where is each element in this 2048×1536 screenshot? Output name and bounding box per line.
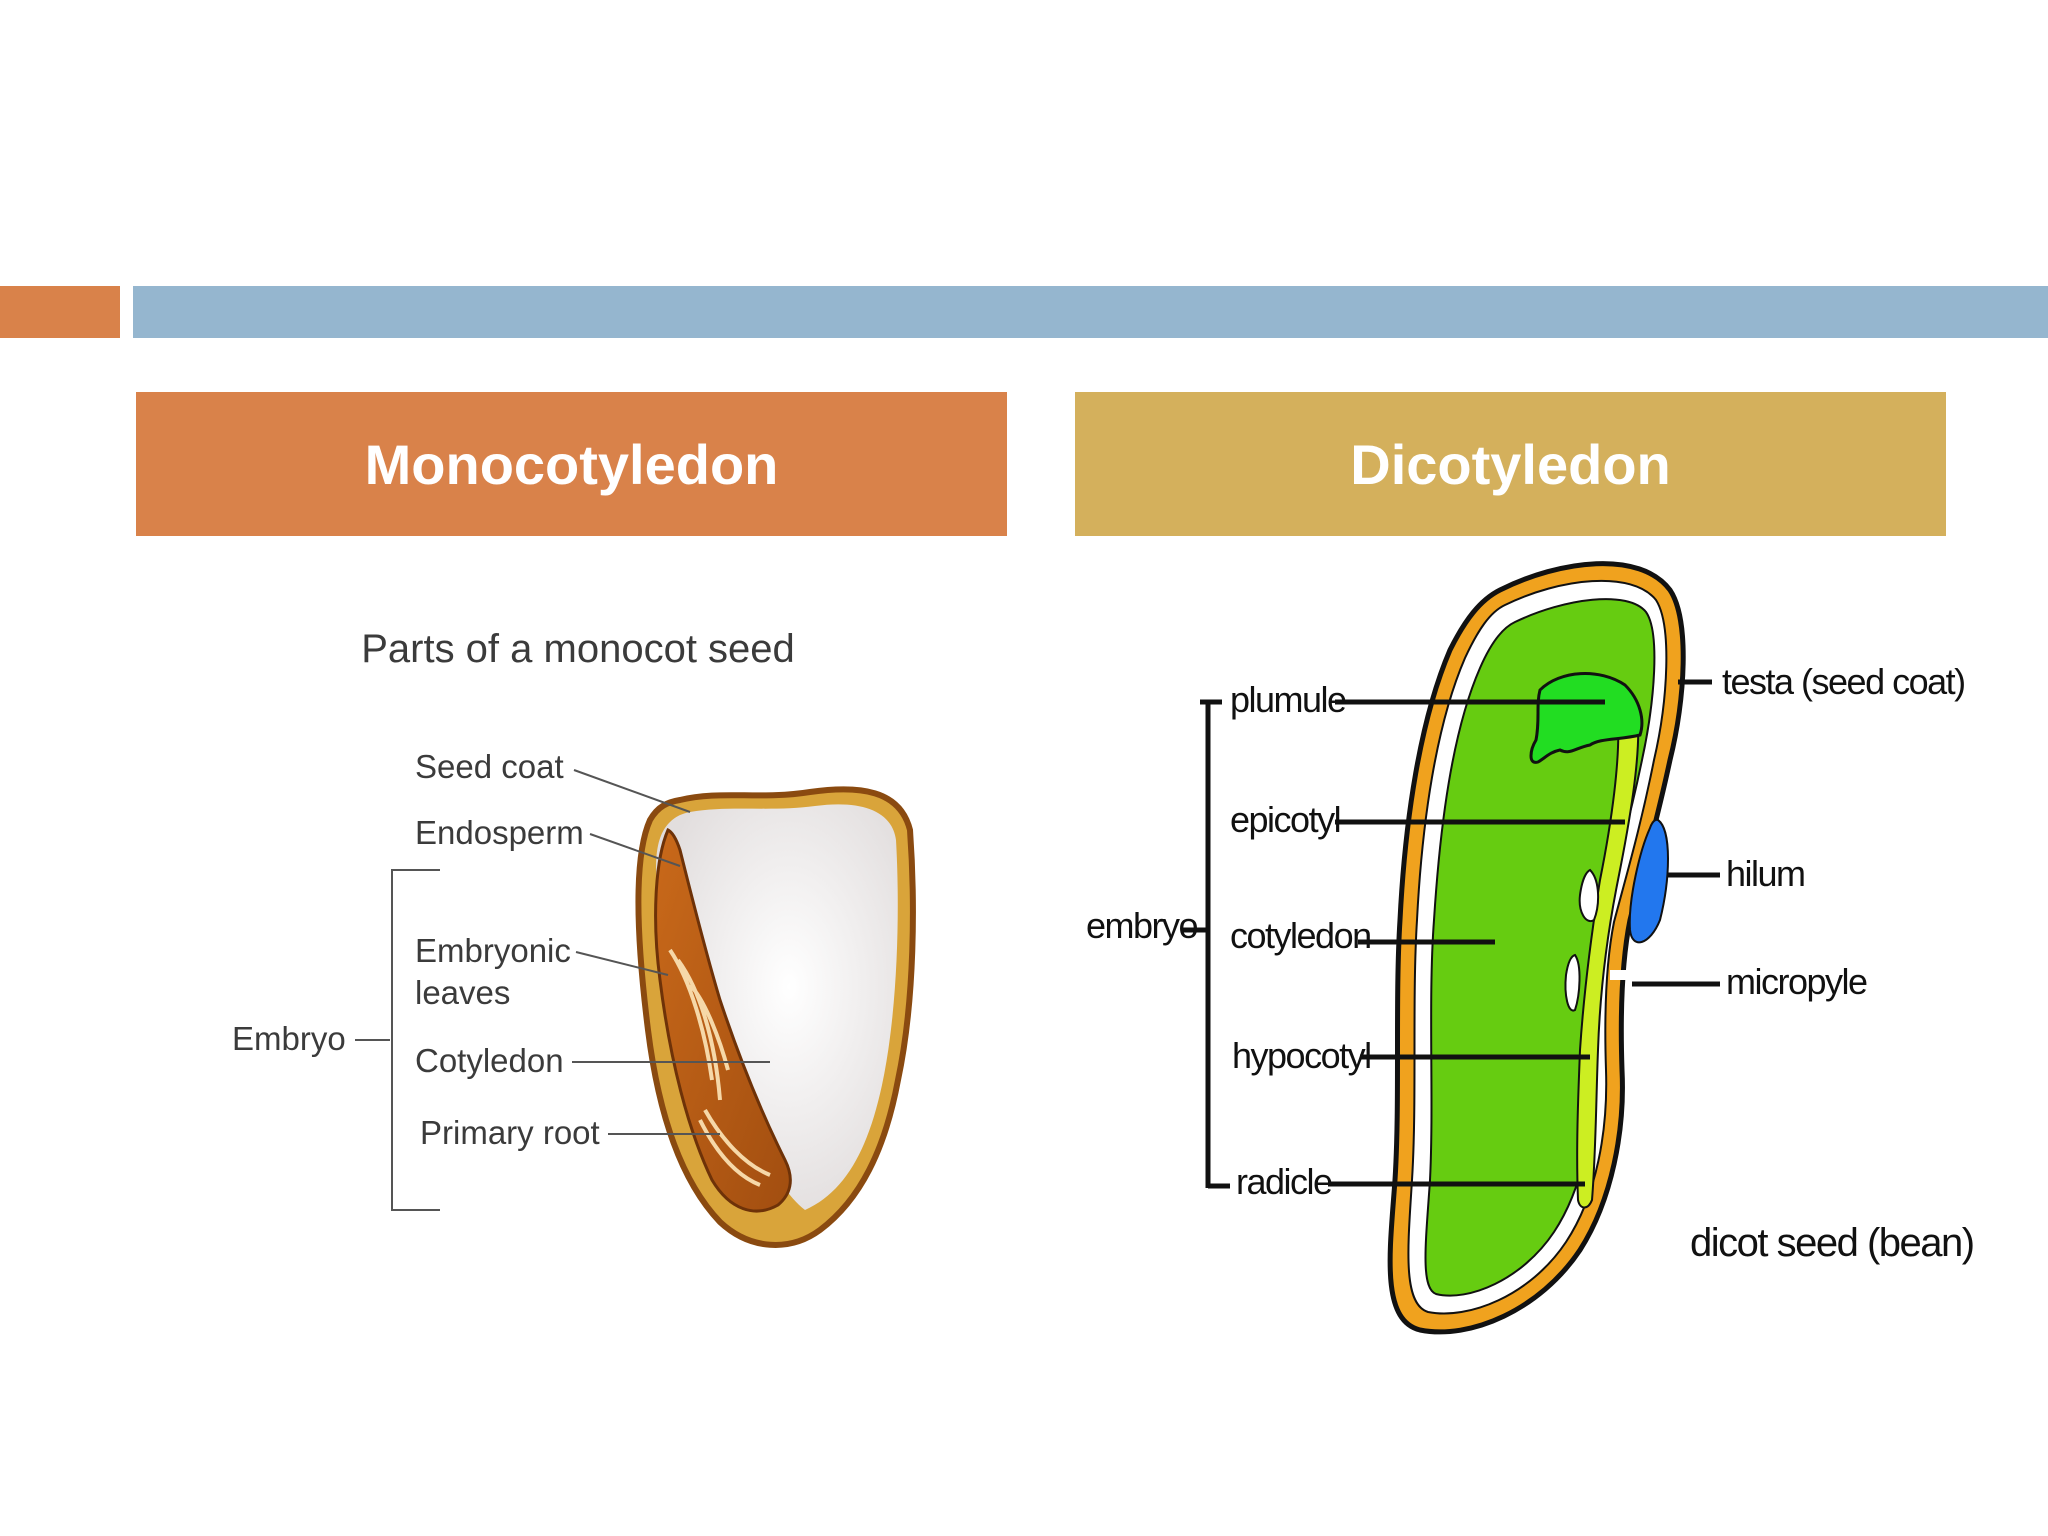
label-hypocotyl: hypocotyl [1232,1035,1371,1076]
label-embryonic-leaves-2: leaves [415,974,510,1011]
label-epicotyl: epicotyl [1230,799,1340,840]
dicot-plumule [1529,672,1644,764]
monocot-leader-lines [355,769,770,1211]
label-endosperm: Endosperm [415,814,584,851]
monocot-header: Monocotyledon [136,392,1007,536]
monocot-diagram: Parts of a monocot seed Seed coat Endosp… [232,627,916,1248]
monocot-header-label: Monocotyledon [364,432,779,496]
dicot-header-label: Dicotyledon [1350,432,1671,496]
label-plumule: plumule [1230,679,1346,720]
label-embryonic-leaves-1: Embryonic [415,932,571,969]
label-micropyle: micropyle [1726,961,1867,1002]
label-cotyledon: Cotyledon [415,1042,564,1079]
label-hilum: hilum [1726,853,1805,894]
label-testa: testa (seed coat) [1722,661,1965,702]
monocot-embryonic-leaves [668,948,730,1101]
monocot-primary-root-shape [698,1109,771,1187]
accent-bar-blue [133,286,2048,338]
dicot-gap-upper [1578,868,1600,923]
monocot-embryo [654,827,792,1213]
dicot-gap-lower [1564,953,1581,1012]
dicot-cotyledon-body [1424,598,1656,1297]
accent-bar-orange [0,286,120,338]
label-radicle: radicle [1236,1161,1332,1202]
dicot-diagram: plumule epicotyl cotyledon hypocotyl rad… [1086,561,1975,1335]
monocot-title: Parts of a monocot seed [361,627,795,671]
label-dicot-embryo: embryo [1086,905,1198,946]
dicot-leader-lines [1182,679,1720,1189]
label-seed-coat: Seed coat [415,748,564,785]
label-primary-root: Primary root [420,1114,600,1151]
dicot-caption: dicot seed (bean) [1690,1221,1974,1265]
label-embryo: Embryo [232,1020,346,1057]
dicot-hilum [1628,818,1669,944]
dicot-embryo-axis [1576,719,1640,1209]
monocot-endosperm [656,804,898,1210]
dicot-header: Dicotyledon [1075,392,1946,536]
label-dicot-cotyledon: cotyledon [1230,915,1371,956]
